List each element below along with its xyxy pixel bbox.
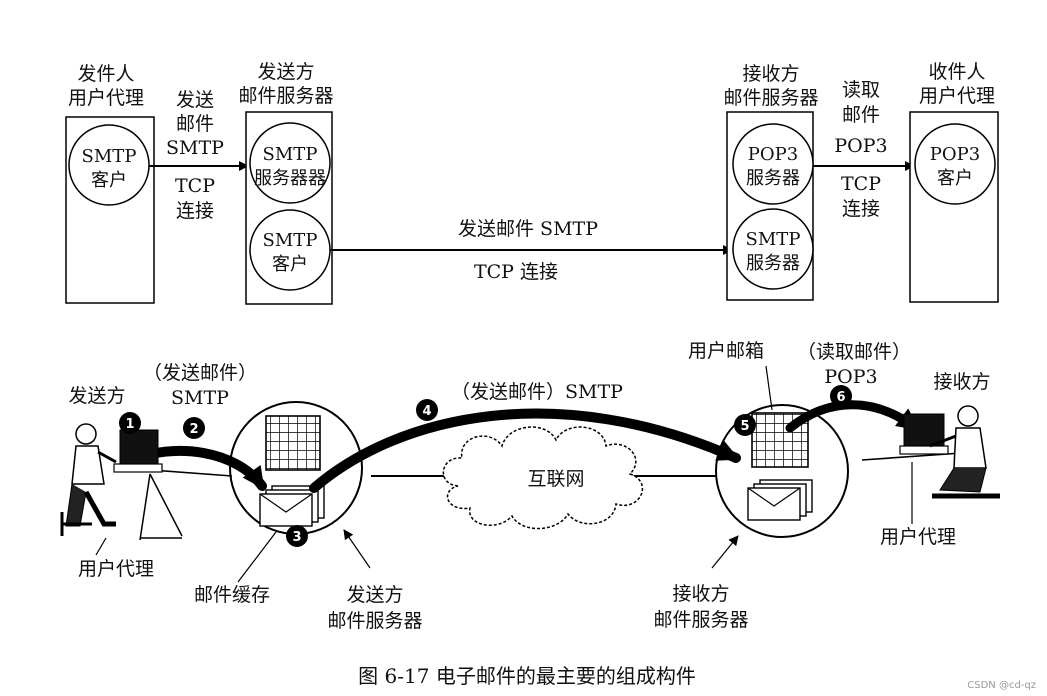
send-server-node	[229, 401, 363, 535]
svg-text:2: 2	[189, 422, 198, 437]
sender-user-agent: 发件人 用户代理 SMTP 客户	[65, 63, 155, 304]
sender-agent-title-1: 发件人	[77, 63, 134, 85]
receiver-user-agent: 收件人 用户代理 POP3 客户	[909, 61, 999, 303]
internet-label: 互联网	[527, 468, 584, 490]
mailbox-label: 用户邮箱	[688, 340, 764, 362]
user-agent-right-label: 用户代理	[880, 526, 956, 548]
svg-text:5: 5	[740, 419, 749, 434]
mail-cache-label: 邮件缓存	[194, 584, 270, 606]
smtp-client2-line2: 客户	[272, 254, 308, 275]
svg-text:1: 1	[125, 417, 134, 432]
link3-line3: POP3	[834, 135, 887, 157]
recv-server-label-2: 邮件服务器	[653, 609, 748, 631]
leader-recv-server	[711, 535, 739, 569]
relay-label: （发送邮件）SMTP	[451, 381, 623, 403]
step-badge-2: 2	[183, 417, 205, 439]
leader-mail-cache	[237, 531, 277, 583]
pop3-client-circle	[914, 123, 996, 205]
link2-line1: 发送邮件 SMTP	[458, 218, 598, 240]
read-label-1: （读取邮件）	[797, 341, 911, 363]
link3-line2: 邮件	[842, 104, 880, 126]
leader-send-server	[343, 529, 371, 569]
flow-arrow-relay	[309, 408, 741, 493]
pop3-server-line2: 服务器	[746, 168, 800, 189]
receiver-person-icon	[861, 405, 1000, 499]
link3-line4: TCP	[841, 173, 881, 195]
link1-line4: TCP	[175, 175, 215, 197]
smtp-server2-line1: SMTP	[746, 229, 801, 250]
smtp-server-circle-2	[732, 208, 814, 290]
figure-caption: 图 6-17 电子邮件的最主要的组成构件	[358, 664, 696, 688]
watermark: CSDN @cd-qz	[967, 680, 1036, 691]
smtp-client-line1: SMTP	[82, 146, 137, 167]
flow-arrow-read	[785, 400, 921, 433]
smtp-client-line2: 客户	[91, 170, 127, 191]
svg-text:6: 6	[836, 390, 845, 405]
sender-person-icon	[60, 423, 233, 541]
send-server-label-2: 邮件服务器	[327, 610, 422, 632]
user-agent-left-label: 用户代理	[78, 558, 154, 580]
step-badge-6: 6	[830, 385, 852, 407]
link-send-smtp: 发送 邮件 SMTP TCP 连接	[149, 89, 249, 222]
pop3-client-line2: 客户	[937, 168, 973, 189]
recv-server-node	[715, 404, 849, 538]
receiver-label: 接收方	[933, 371, 990, 393]
pop3-client-line1: POP3	[930, 144, 980, 165]
svg-text:3: 3	[292, 530, 301, 545]
recv-server-title-2: 邮件服务器	[723, 87, 818, 109]
pop3-server-line1: POP3	[748, 144, 798, 165]
recv-agent-title-2: 用户代理	[919, 85, 995, 107]
sender-label: 发送方	[68, 385, 125, 407]
send-step-label-2: SMTP	[171, 387, 229, 409]
link3-line5: 连接	[842, 198, 880, 220]
sender-mail-server: 发送方 邮件服务器 SMTP 服务器器 SMTP 客户	[238, 61, 334, 305]
internet-cloud: 互联网	[442, 426, 644, 530]
recv-server-title-1: 接收方	[742, 63, 799, 85]
link1-line3: SMTP	[166, 137, 224, 159]
receiver-mail-server: 接收方 邮件服务器 POP3 服务器 SMTP 服务器	[723, 63, 819, 301]
link1-line5: 连接	[176, 200, 214, 222]
send-server-title-1: 发送方	[257, 61, 314, 83]
send-server-title-2: 邮件服务器	[238, 85, 333, 107]
mail-cache-envelopes	[259, 485, 325, 527]
smtp-server2-line2: 服务器	[746, 253, 800, 274]
link1-line2: 邮件	[176, 113, 214, 135]
step-badge-5: 5	[734, 414, 756, 436]
step-badge-4: 4	[416, 399, 438, 421]
link-relay-smtp: 发送邮件 SMTP TCP 连接	[330, 218, 733, 283]
link-read-pop3: 读取 邮件 POP3 TCP 连接	[813, 79, 915, 220]
leader-mailbox	[765, 365, 773, 411]
recv-server-label-1: 接收方	[672, 583, 729, 605]
send-step-label-1: （发送邮件）	[143, 362, 257, 384]
send-server-label-1: 发送方	[346, 584, 403, 606]
leader-user-agent-left	[95, 537, 107, 556]
smtp-client2-line1: SMTP	[263, 230, 318, 251]
sender-agent-title-2: 用户代理	[68, 87, 144, 109]
smtp-server-line2: 服务器器	[254, 168, 326, 189]
read-label-2: POP3	[824, 366, 877, 388]
link1-line1: 发送	[176, 89, 214, 111]
sender-mailbox-grid	[265, 415, 321, 471]
link2-line2: TCP 连接	[474, 261, 558, 283]
smtp-server-line1: SMTP	[263, 144, 318, 165]
link3-line1: 读取	[842, 79, 880, 101]
pop3-server-circle	[732, 123, 814, 205]
recv-envelopes	[747, 479, 813, 521]
step-badge-3: 3	[286, 525, 308, 547]
step-badge-1: 1	[119, 412, 141, 434]
recv-agent-title-1: 收件人	[928, 61, 985, 83]
smtp-server-circle	[249, 122, 331, 204]
svg-text:4: 4	[422, 404, 431, 419]
